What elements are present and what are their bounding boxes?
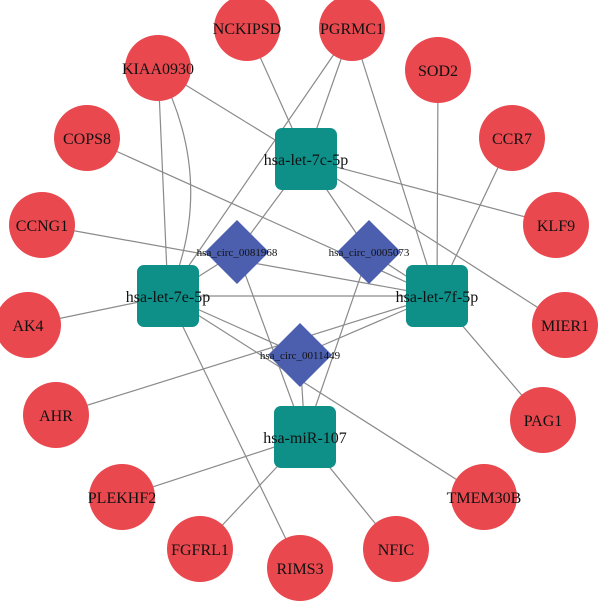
circrna-label: hsa_circ_0005073 [329,247,410,259]
circrna-diamond [268,323,332,387]
edge-g_rims3-m_7e [167,295,301,569]
gene-label: CCNG1 [16,218,68,235]
gene-circle [167,516,233,582]
gene-label: KLF9 [537,218,575,235]
circrna-node-hsa-circ-0081968[interactable]: hsa_circ_0081968 [197,220,278,284]
mirna-label: hsa-let-7f-5p [396,289,479,306]
gene-circle [451,464,517,530]
gene-label: AHR [39,408,73,425]
circrna-label: hsa_circ_0081968 [197,247,278,259]
gene-circle [267,535,333,601]
gene-circle [479,105,545,171]
circrna-node-hsa-circ-0005073[interactable]: hsa_circ_0005073 [329,220,410,284]
mirna-square [274,406,336,468]
mirna-label: hsa-let-7c-5p [264,152,348,169]
gene-node-mier1[interactable]: MIER1 [532,292,598,358]
gene-label: CCR7 [492,131,532,148]
gene-node-fgfrl1[interactable]: FGFRL1 [167,516,233,582]
gene-label: PAG1 [524,413,563,430]
gene-label: NCKIPSD [213,21,281,38]
gene-circle [125,35,191,101]
edge-g_tmem30b-m_7e [167,295,485,498]
gene-node-pgrmc1[interactable]: PGRMC1 [319,0,385,61]
gene-label: SOD2 [418,63,458,80]
gene-circle [532,292,598,358]
gene-node-tmem30b[interactable]: TMEM30B [447,464,522,530]
gene-node-nfic[interactable]: NFIC [363,516,429,582]
edge-g_klf9-m_7c [305,158,557,226]
gene-node-ahr[interactable]: AHR [23,382,89,448]
gene-node-nckipsd[interactable]: NCKIPSD [213,0,281,61]
circrna-diamond [205,220,269,284]
circrna-node-hsa-circ-0011449[interactable]: hsa_circ_0011449 [260,323,341,387]
mirna-node-hsa-let-7f-5p[interactable]: hsa-let-7f-5p [396,265,479,327]
gene-node-cops8[interactable]: COPS8 [54,105,120,171]
gene-label: MIER1 [541,318,589,335]
edge-g_kiaa0930-m_7e [157,67,169,297]
gene-node-pag1[interactable]: PAG1 [510,387,576,453]
gene-circle [523,192,589,258]
gene-circle [363,516,429,582]
gene-circle [23,382,89,448]
mirna-node-hsa-mir-107[interactable]: hsa-miR-107 [263,406,347,468]
gene-node-ccr7[interactable]: CCR7 [479,105,545,171]
gene-label: RIMS3 [276,561,323,578]
circrna-diamond [337,220,401,284]
gene-circle [54,105,120,171]
gene-node-ak4[interactable]: AK4 [0,292,61,358]
mirna-label: hsa-let-7e-5p [126,289,210,306]
mirna-square [406,265,468,327]
gene-circle [89,464,155,530]
mirna-node-hsa-let-7c-5p[interactable]: hsa-let-7c-5p [264,128,348,190]
gene-circle [319,0,385,61]
gene-circle [405,37,471,103]
gene-label: NFIC [378,542,414,559]
gene-node-ccng1[interactable]: CCNG1 [9,192,75,258]
gene-node-rims3[interactable]: RIMS3 [267,535,333,601]
gene-node-klf9[interactable]: KLF9 [523,192,589,258]
edge-g_pgrmc1-m_7e [167,27,353,297]
gene-label: KIAA0930 [122,61,194,78]
gene-label: TMEM30B [447,490,522,507]
mirna-node-hsa-let-7e-5p[interactable]: hsa-let-7e-5p [126,265,210,327]
mirna-square [275,128,337,190]
gene-circle [510,387,576,453]
gene-circle [9,192,75,258]
edge-g_pgrmc1-m_7f [351,27,438,297]
gene-label: AK4 [12,318,43,335]
circrna-label: hsa_circ_0011449 [260,350,341,362]
gene-node-plekhf2[interactable]: PLEKHF2 [88,464,156,530]
edge-g_mier1-m_7c [305,158,566,326]
edge-g_ahr-m_7f [55,295,438,416]
gene-label: PLEKHF2 [88,490,156,507]
mirna-square [137,265,199,327]
edge-g_sod2-m_7f [436,69,439,297]
gene-circle [0,292,61,358]
gene-circle [214,0,280,61]
gene-label: FGFRL1 [171,542,229,559]
mirna-label: hsa-miR-107 [263,430,347,447]
gene-node-kiaa0930[interactable]: KIAA0930 [122,35,194,101]
gene-label: COPS8 [63,131,111,148]
gene-label: PGRMC1 [320,21,384,38]
gene-node-sod2[interactable]: SOD2 [405,37,471,103]
